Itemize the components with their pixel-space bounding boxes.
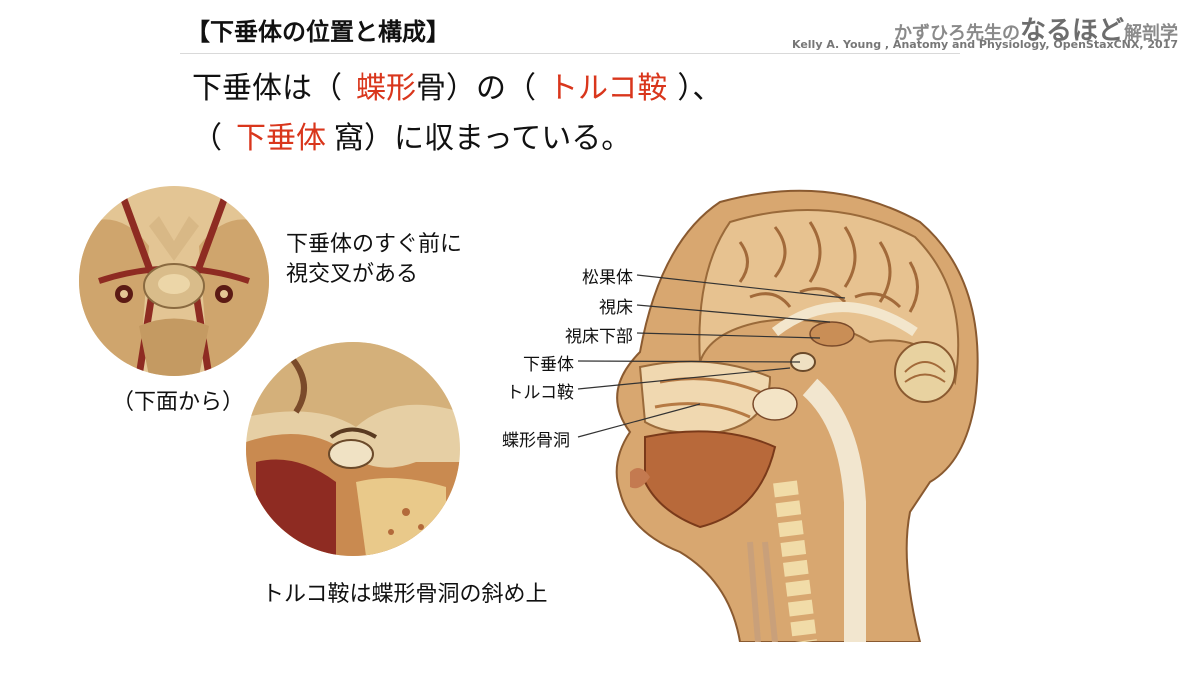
- inferior-view-illustration: [79, 186, 269, 376]
- statement-line-1: 下垂体は（ 蝶形骨）の（ トルコ鞍 ）、: [192, 63, 722, 107]
- source-credit: Kelly A. Young , Anatomy and Physiology,…: [791, 38, 1178, 51]
- caption-optic-chiasm: 下垂体のすぐ前に 視交叉がある: [286, 230, 462, 290]
- brand-prefix: かずひろ先生の: [893, 23, 1020, 44]
- brand-logo: かずひろ先生のなるほど解剖学: [894, 10, 1178, 47]
- caption-line: 視交叉がある: [286, 262, 419, 287]
- caption-sella-position: トルコ鞍は蝶形骨洞の斜め上: [262, 582, 548, 607]
- statement-line-2: （ 下垂体窩）に収まっている。: [192, 113, 631, 157]
- answer-sphenoid: 蝶形: [356, 71, 416, 106]
- statement-text: ）、: [677, 71, 723, 106]
- answer-sella-turcica: トルコ鞍: [548, 71, 668, 106]
- section-title: 【下垂体の位置と構成】: [186, 18, 450, 46]
- caption-line: 下垂体のすぐ前に: [286, 232, 463, 257]
- statement-text: （: [192, 121, 222, 156]
- statement-text: 下垂体は（: [192, 71, 342, 106]
- label-pineal-body: 松果体: [582, 268, 633, 288]
- label-pituitary: 下垂体: [523, 355, 574, 375]
- statement-text: 窩）に収まっている。: [334, 121, 632, 156]
- answer-hypophyseal: 下垂体: [236, 121, 326, 156]
- caption-from-below: （下面から）: [112, 390, 245, 415]
- header-divider: [180, 53, 960, 54]
- label-thalamus: 視床: [599, 298, 633, 318]
- label-sphenoid-sinus: 蝶形骨洞: [502, 431, 570, 451]
- label-hypothalamus: 視床下部: [565, 327, 633, 347]
- brand-suffix: 解剖学: [1124, 23, 1178, 44]
- label-sella-turcica: トルコ鞍: [506, 383, 574, 403]
- statement-text: 骨）の（: [416, 71, 536, 106]
- brand-main: なるほど: [1019, 16, 1124, 46]
